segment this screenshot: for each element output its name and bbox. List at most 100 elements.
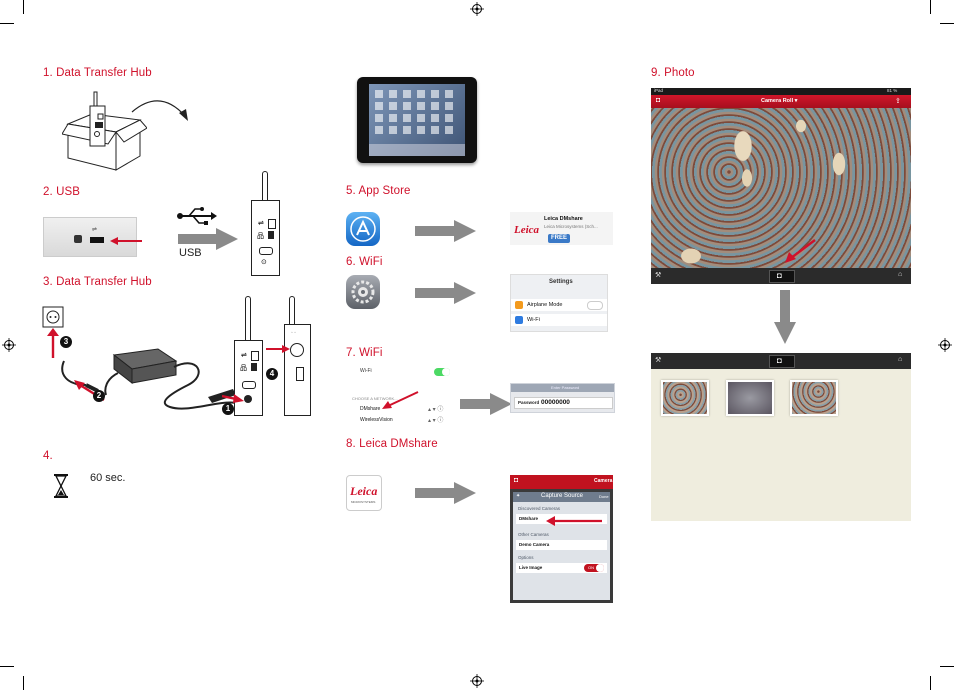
hub-antenna: [245, 296, 251, 343]
photo-thumbnail[interactable]: [790, 380, 838, 416]
dialog-title: Enter Password: [551, 385, 580, 390]
red-arrow: [266, 348, 284, 350]
red-up-arrow: [47, 328, 59, 358]
gallery-screen: ⚒ ◘ ⌂: [651, 353, 911, 521]
photo-thumbnail[interactable]: [726, 380, 774, 416]
power-icon: ⊙: [261, 259, 267, 266]
wifi-label: Wi-Fi: [360, 368, 372, 374]
step-7-heading: 7. WiFi: [346, 347, 383, 359]
app-listing-subtitle: Leica Microsystems (Sch...: [544, 224, 598, 229]
gray-arrow-head: [454, 220, 476, 242]
capture-button[interactable]: ◘: [769, 270, 795, 283]
panel-back-icon[interactable]: ✦: [516, 493, 521, 499]
settings-item-label: Airplane Mode: [527, 302, 563, 308]
data-transfer-hub: ⇌ 品: [234, 340, 263, 416]
settings-item-wifi[interactable]: Wi-Fi: [511, 314, 607, 326]
free-button[interactable]: FREE: [548, 234, 570, 243]
wifi-icon: [515, 316, 523, 324]
step-9-heading: 9. Photo: [651, 67, 695, 79]
camera-icon: ◘: [777, 271, 782, 280]
registration-mark-icon: [938, 338, 952, 352]
section-discovered: Discovered Cameras: [518, 506, 561, 511]
capture-button[interactable]: ◘: [769, 355, 795, 368]
usb-port: [90, 237, 104, 243]
ipad-dock: [369, 144, 465, 156]
camera-icon: ◘: [514, 477, 519, 484]
crop-mark: [0, 23, 14, 24]
network-signal-icon: ▴ ▾ ⓘ: [428, 418, 444, 424]
ethernet-port: [251, 363, 257, 371]
home-icon[interactable]: ⌂: [898, 271, 903, 278]
gray-arrow-head: [454, 482, 476, 504]
tools-icon[interactable]: ⚒: [655, 357, 662, 364]
password-label: Password: [518, 400, 540, 405]
network-dmshare[interactable]: DMshare: [360, 406, 381, 412]
step-badge-1: 1: [222, 403, 234, 415]
nav-title: Camera Roll ▾: [761, 98, 798, 104]
source-item-demo[interactable]: Demo Camera: [516, 540, 607, 550]
usb-icon: ⇌: [258, 220, 264, 227]
crop-mark: [23, 0, 24, 14]
crop-mark: [940, 23, 954, 24]
photo-app-screen: iPad 81 % ◘ Camera Roll ▾ ⇪ ⚒ ◘ ⌂: [651, 88, 911, 284]
done-button[interactable]: Done: [599, 494, 609, 499]
step-5-heading: 5. App Store: [346, 185, 411, 197]
wifi-toggle[interactable]: [434, 368, 450, 376]
crop-mark: [930, 676, 931, 690]
curved-arrow-icon: [131, 100, 188, 121]
gear-icon: [351, 280, 375, 304]
crop-mark: [940, 666, 954, 667]
registration-mark-icon: [470, 2, 484, 16]
step-8-heading: 8. Leica DMshare: [346, 438, 438, 450]
red-arrow: [382, 391, 419, 409]
source-item-label: DMshare: [519, 516, 539, 521]
option-label: Live Image: [519, 565, 543, 570]
red-arrow: [546, 516, 602, 526]
usb-port: [268, 219, 276, 229]
step-3-heading: 3. Data Transfer Hub: [43, 276, 152, 288]
capture-source-panel: ✦ Capture Source Done Discovered Cameras…: [513, 492, 610, 600]
live-image-toggle[interactable]: ON: [584, 564, 604, 572]
microscope-usb-port-photo: ⇌: [43, 217, 137, 257]
gray-arrow: [415, 488, 455, 498]
dialog-title-bar: Enter Password: [511, 384, 614, 392]
panel-title: Capture Source: [541, 493, 584, 499]
serial-port: [242, 381, 256, 389]
network-signal-icon: ▴ ▾ ⓘ: [428, 407, 444, 413]
settings-title: Settings: [549, 279, 573, 285]
gray-arrow: [178, 234, 218, 244]
settings-app-icon: [346, 275, 380, 309]
settings-item-airplane[interactable]: Airplane Mode: [511, 299, 607, 311]
password-field[interactable]: Password 00000000: [514, 397, 613, 409]
photo-thumbnail[interactable]: [661, 380, 709, 416]
gray-arrow-head: [216, 228, 238, 250]
crop-mark: [23, 676, 24, 690]
home-icon[interactable]: ⌂: [898, 356, 903, 363]
source-item-dmshare[interactable]: DMshare: [516, 514, 607, 524]
share-button[interactable]: ⇪: [895, 98, 901, 105]
gray-arrow-head: [490, 393, 512, 415]
app-listing-title: Leica DMshare: [544, 216, 583, 222]
step-4-heading: 4.: [43, 450, 53, 462]
choose-network-label: CHOOSE A NETWORK...: [352, 396, 398, 401]
wall-socket-icon: [42, 306, 64, 328]
gray-arrow-head: [454, 282, 476, 304]
data-transfer-hub-front: ◦ ◦: [284, 324, 311, 416]
airplane-toggle[interactable]: [587, 301, 603, 310]
app-icon-grid: [375, 90, 459, 134]
capture-source-screen: ◘ Camera ✦ Capture Source Done Discovere…: [510, 475, 613, 603]
dmshare-topbar: ◘ Camera: [510, 475, 613, 489]
ios-settings-screen: Settings Airplane Mode Wi-Fi: [510, 274, 608, 332]
tools-icon[interactable]: ⚒: [655, 272, 662, 279]
red-arrow-head: [110, 237, 118, 245]
ipad-screen: [369, 84, 465, 156]
step-6-heading: 6. WiFi: [346, 256, 383, 268]
option-live-image[interactable]: Live Image ON: [516, 563, 607, 573]
network-wirelessvision[interactable]: WirelessVision: [360, 417, 393, 423]
status-bar: iPad 81 %: [651, 88, 911, 95]
leica-logo-text: Leica: [350, 484, 378, 498]
section-other: Other Cameras: [518, 532, 549, 537]
camera-button[interactable]: ◘: [656, 97, 661, 104]
gray-down-arrow: [780, 290, 790, 324]
toggle-label: ON: [588, 565, 594, 570]
